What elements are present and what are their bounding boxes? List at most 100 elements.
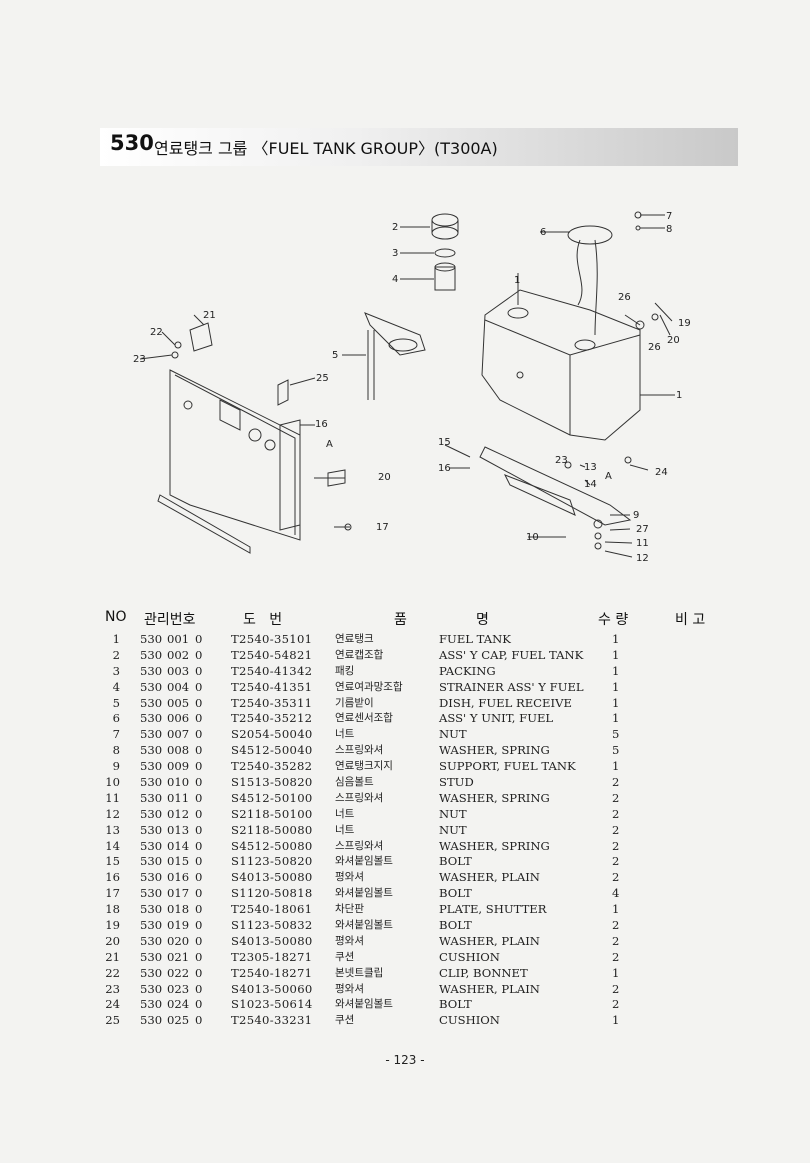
part-number: S1123-50820	[231, 854, 313, 869]
part-number: S1023-50614	[231, 997, 313, 1012]
part-number: S4512-50040	[231, 743, 313, 758]
part-number: T2540-35311	[231, 695, 313, 710]
tank-support-drawing	[479, 446, 632, 526]
dish-drawing	[364, 312, 426, 356]
quantity: 1	[612, 647, 620, 662]
callout-28b: 26	[648, 342, 661, 353]
fuel-cap-drawing	[431, 213, 459, 227]
mgmt-seq: 012	[167, 806, 190, 821]
row-number: 2	[112, 647, 120, 662]
english-name: BOLT	[439, 854, 472, 869]
mgmt-group: 530	[140, 663, 163, 678]
row-number: 16	[105, 870, 120, 885]
part-number: T2540-41351	[231, 679, 313, 694]
english-name: ASS' Y UNIT, FUEL	[439, 711, 554, 726]
callout-27: 25	[316, 373, 329, 384]
mgmt-rev: 0	[195, 790, 203, 805]
mgmt-seq: 013	[167, 822, 190, 837]
korean-name: 차단판	[335, 903, 364, 916]
page-number: - 123 -	[385, 1053, 425, 1067]
callout-14: 14	[584, 479, 597, 490]
mgmt-group: 530	[140, 886, 163, 901]
mgmt-seq: 017	[167, 886, 190, 901]
section-title-bar	[100, 128, 738, 166]
mgmt-seq: 011	[167, 790, 190, 805]
korean-name: 연료탱크지지	[335, 760, 393, 773]
row-number: 6	[112, 711, 120, 726]
part-number: S4013-50060	[231, 981, 313, 996]
part-number: T2540-54821	[231, 647, 313, 662]
korean-name: 심음볼트	[335, 776, 374, 789]
quantity: 2	[612, 790, 620, 805]
fuel-sensor-drawing	[567, 225, 613, 245]
mgmt-group: 530	[140, 727, 163, 742]
english-name: WASHER, PLAIN	[439, 870, 540, 885]
korean-name: 너트	[335, 823, 355, 836]
quantity: 1	[612, 1013, 620, 1028]
part-number: T2540-35212	[231, 711, 313, 726]
callout-29: 27	[636, 524, 649, 535]
mgmt-rev: 0	[195, 918, 203, 933]
english-name: ASS' Y CAP, FUEL TANK	[439, 647, 584, 662]
part-number: T2540-18061	[231, 902, 313, 917]
mgmt-rev: 0	[195, 870, 203, 885]
english-name: SUPPORT, FUEL TANK	[439, 759, 576, 774]
english-name: STRAINER ASS' Y FUEL	[439, 679, 584, 694]
korean-name: 본넷트클립	[335, 966, 384, 979]
header-drawing-number: 도 번	[243, 612, 283, 628]
mgmt-rev: 0	[195, 886, 203, 901]
english-name: FUEL TANK	[439, 632, 511, 646]
callout-24: 23	[133, 354, 146, 365]
part-number: S4013-50080	[231, 933, 313, 948]
header-no: NO	[105, 609, 127, 625]
english-name: WASHER, PLAIN	[439, 981, 540, 996]
english-name: STUD	[439, 775, 474, 790]
english-name: CLIP, BONNET	[439, 965, 528, 980]
mgmt-group: 530	[140, 822, 163, 837]
quantity: 2	[612, 838, 620, 853]
callout-A-right: A	[605, 471, 612, 482]
row-number: 12	[105, 806, 120, 821]
mgmt-rev: 0	[195, 1013, 203, 1028]
mgmt-rev: 0	[195, 743, 203, 758]
mgmt-seq: 021	[167, 949, 190, 964]
quantity: 2	[612, 997, 620, 1012]
row-number: 7	[112, 727, 120, 742]
mgmt-rev: 0	[195, 727, 203, 742]
mgmt-group: 530	[140, 806, 163, 821]
mgmt-rev: 0	[195, 806, 203, 821]
mgmt-rev: 0	[195, 695, 203, 710]
part-number: S1120-50818	[231, 886, 313, 901]
quantity: 2	[612, 870, 620, 885]
english-name: WASHER, PLAIN	[439, 933, 540, 948]
callout-19: 19	[678, 318, 691, 329]
korean-name: 평와셔	[335, 871, 364, 884]
english-name: WASHER, SPRING	[439, 838, 550, 853]
english-name: PACKING	[439, 663, 496, 678]
english-name: BOLT	[439, 886, 472, 901]
mgmt-group: 530	[140, 695, 163, 710]
section-title: 연료탱크 그룹 〈FUEL TANK GROUP〉(T300A)	[154, 139, 498, 158]
quantity: 1	[612, 632, 620, 646]
callout-10: 10	[526, 532, 539, 543]
header-management-number: 관리번호	[144, 612, 196, 628]
row-number: 17	[105, 886, 120, 901]
korean-name: 패킹	[335, 664, 355, 677]
korean-name: 스프링와셔	[335, 744, 384, 757]
quantity: 2	[612, 949, 620, 964]
mgmt-rev: 0	[195, 647, 203, 662]
callout-22: 21	[203, 310, 216, 321]
mgmt-group: 530	[140, 965, 163, 980]
korean-name: 기름받이	[335, 696, 374, 709]
mgmt-rev: 0	[195, 711, 203, 726]
header-name-2: 명	[476, 612, 489, 628]
